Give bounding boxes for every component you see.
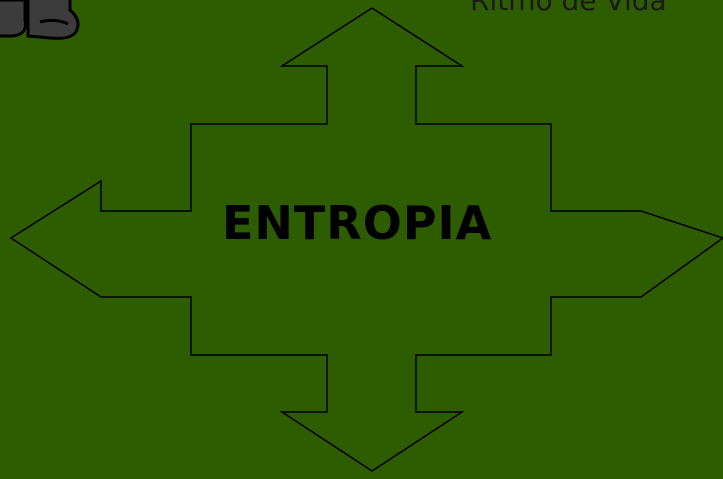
- center-label: ENTROPIA: [222, 196, 512, 250]
- cartoon-feet-icon: [0, 0, 78, 38]
- top-caption: Ritmo de Vida: [470, 0, 667, 17]
